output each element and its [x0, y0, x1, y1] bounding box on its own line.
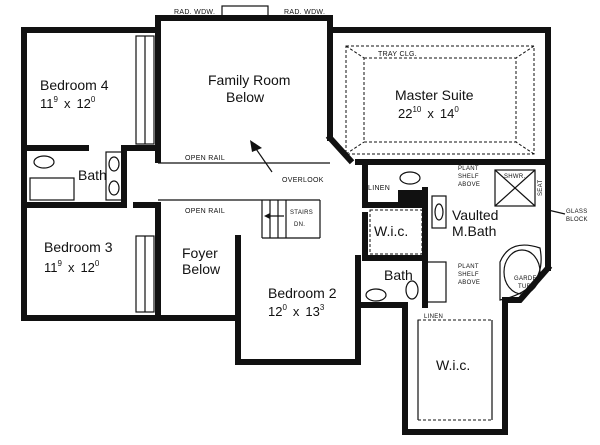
bath2-name: Bath [384, 267, 413, 283]
master-bath-line1: Vaulted [452, 207, 498, 223]
plant-shelf-bottom-line3: ABOVE [458, 280, 480, 286]
linen-top-note: LINEN [368, 185, 390, 192]
bedroom2-name: Bedroom 2 [268, 285, 337, 301]
wic1-name: W.i.c. [374, 223, 408, 239]
rad-wdw-left-note: RAD. WDW. [174, 9, 215, 16]
open-rail-top-note: OPEN RAIL [185, 155, 225, 162]
garden-tub-line2: TUB [518, 284, 531, 290]
plant-shelf-bottom-line1: PLANT [458, 264, 479, 270]
glass-block-line1: GLASS [566, 209, 588, 215]
details [29, 5, 542, 421]
rad-wdw-right-note: RAD. WDW. [284, 9, 325, 16]
linen-bottom-note: LINEN [424, 314, 443, 320]
seat-note: SEAT [538, 180, 544, 196]
bedroom3-name: Bedroom 3 [44, 239, 113, 255]
plant-shelf-top-line1: PLANT [458, 166, 479, 172]
foyer-line2: Below [182, 261, 221, 277]
open-rail-bottom-note: OPEN RAIL [185, 208, 225, 215]
foyer-line1: Foyer [182, 245, 218, 261]
bath1-name: Bath [78, 167, 107, 183]
bedroom4-name: Bedroom 4 [40, 77, 109, 93]
plant-shelf-bottom-line2: SHELF [458, 272, 479, 278]
garden-tub-line1: GARDEN [514, 276, 541, 282]
shwr-note: SHWR. [504, 174, 526, 180]
wic2-name: W.i.c. [436, 357, 470, 373]
interior-walls [21, 27, 551, 321]
overlook-note: OVERLOOK [282, 177, 324, 184]
master-suite-name: Master Suite [395, 87, 474, 103]
family-room-line2: Below [226, 89, 265, 105]
family-room-line1: Family Room [208, 72, 290, 88]
exterior-walls [21, 15, 553, 435]
stairs-note: STAIRS [290, 210, 313, 216]
tray-clg-note: TRAY CLG. [378, 51, 417, 58]
plan-notes: RAD. WDW. RAD. WDW. TRAY CLG. OPEN RAIL … [174, 9, 588, 320]
plant-shelf-top-line3: ABOVE [458, 182, 480, 188]
glass-block-line2: BLOCK [566, 217, 588, 223]
dn-note: DN. [294, 222, 305, 228]
master-bath-line2: M.Bath [452, 223, 496, 239]
plant-shelf-top-line2: SHELF [458, 174, 479, 180]
